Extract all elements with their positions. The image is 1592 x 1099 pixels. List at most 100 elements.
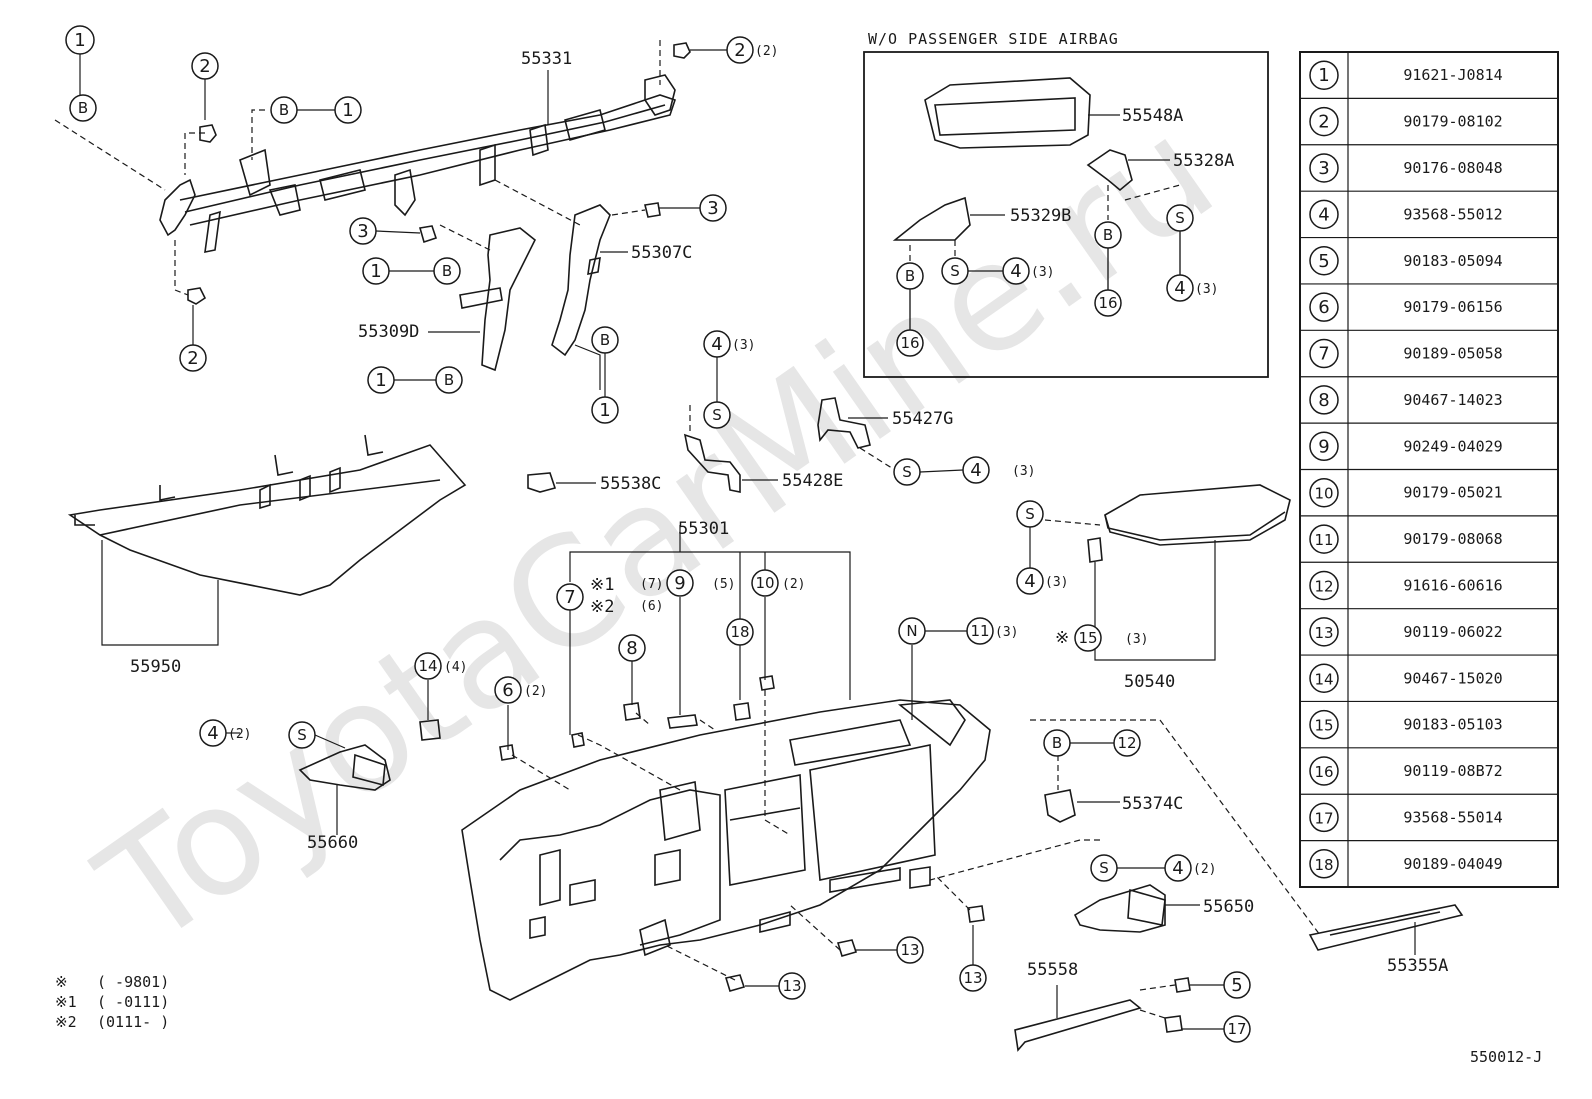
table-row: 8 90467-14023: [1300, 376, 1558, 415]
svg-text:(0111- ): (0111- ): [97, 1013, 169, 1031]
instrument-panel-55301: [461, 699, 991, 1001]
table-ref-circle: [1309, 385, 1339, 415]
svg-text:4: 4: [970, 460, 981, 481]
svg-text:4: 4: [207, 723, 218, 744]
vent-55650: [1073, 884, 1200, 933]
nut-2-top: [673, 42, 691, 59]
svg-text:※1: ※1: [55, 993, 77, 1011]
callout-1: 1: [591, 396, 619, 424]
callout-17: 17: [1223, 1015, 1251, 1043]
table-ref-circle: [1309, 802, 1339, 833]
table-ref-number: 3: [1318, 158, 1329, 179]
glove-box-door-50540: [1044, 484, 1291, 661]
callout-B: B: [435, 366, 463, 394]
svg-text:S: S: [1099, 859, 1109, 877]
svg-text:1: 1: [370, 261, 381, 282]
label-55428E: 55428E: [782, 471, 843, 491]
table-row: 9 90249-04029: [1300, 422, 1558, 462]
table-ref-circle: [1309, 106, 1339, 137]
callout-15: 15: [1074, 624, 1102, 652]
callout-N: N: [898, 617, 926, 645]
table-ref-number: 8: [1318, 390, 1329, 411]
label-55329B: 55329B: [1010, 206, 1071, 226]
table-part-code: 90119-08B72: [1403, 762, 1502, 780]
svg-text:18: 18: [730, 623, 749, 641]
svg-text:B: B: [1052, 734, 1062, 752]
bolt-13-b: [724, 974, 746, 992]
svg-text:(2): (2): [1193, 862, 1216, 877]
leaders-dashboard: [427, 525, 1321, 981]
svg-text:(7): (7): [640, 577, 663, 592]
callout-B: B: [1043, 729, 1071, 757]
callout-connectors: [79, 49, 1224, 1030]
table-ref-circle: [1309, 338, 1339, 369]
svg-text:(3): (3): [1125, 632, 1148, 647]
part-labels: 55331 55307C 55309D 55548A 55328A 55329B…: [130, 49, 1448, 980]
vent-55660: [298, 744, 391, 835]
label-55558: 55558: [1027, 960, 1078, 980]
callout-11: 11: [966, 617, 994, 645]
svg-text:4: 4: [1172, 858, 1183, 879]
callout-13: 13: [896, 936, 924, 964]
callout-18: 18: [726, 618, 754, 646]
svg-text:S: S: [712, 406, 722, 424]
bolt-13-c: [967, 905, 985, 923]
table-ref-circle: [1309, 246, 1339, 276]
callout-B: B: [433, 257, 461, 285]
callout-B: B: [69, 94, 97, 122]
table-ref-number: 9: [1318, 436, 1329, 457]
svg-text:7: 7: [564, 587, 575, 608]
callout-4: 4: [199, 719, 227, 747]
svg-text:B: B: [444, 371, 454, 389]
svg-text:※: ※: [55, 973, 68, 991]
table-part-code: 90467-14023: [1403, 391, 1502, 409]
callout-7: 7: [556, 583, 584, 611]
table-part-code: 93568-55012: [1403, 205, 1502, 223]
label-55427G: 55427G: [892, 409, 953, 429]
svg-text:6: 6: [502, 680, 513, 701]
svg-text:9: 9: [674, 573, 685, 594]
svg-text:( -9801): ( -9801): [97, 973, 169, 991]
callout-S: S: [288, 721, 316, 749]
svg-text:B: B: [78, 99, 88, 117]
svg-text:S: S: [1025, 505, 1035, 523]
svg-text:(6): (6): [640, 599, 663, 614]
callout-6: 6: [494, 676, 522, 704]
clip-5: [1174, 977, 1191, 993]
svg-text:4: 4: [1010, 261, 1021, 282]
svg-text:※2: ※2: [55, 1013, 77, 1031]
svg-text:(3): (3): [1012, 464, 1035, 479]
table-ref-number: 11: [1314, 531, 1333, 549]
fastener-10: [759, 675, 775, 691]
table-ref-number: 16: [1314, 763, 1333, 781]
svg-text:11: 11: [970, 622, 989, 640]
fastener-7: [571, 732, 585, 748]
table-ref-circle: [1309, 292, 1339, 322]
table-ref-number: 2: [1318, 112, 1329, 133]
svg-text:1: 1: [74, 30, 85, 51]
svg-text:8: 8: [626, 638, 637, 659]
table-ref-number: 6: [1318, 297, 1329, 318]
svg-text:2: 2: [734, 40, 745, 61]
callout-B: B: [1094, 221, 1122, 249]
table-part-code: 90249-04029: [1403, 437, 1502, 455]
table-ref-circle: [1309, 709, 1339, 740]
table-part-code: 91621-J0814: [1403, 66, 1502, 84]
svg-text:4: 4: [1024, 571, 1035, 592]
table-part-code: 90119-06022: [1403, 623, 1502, 641]
svg-text:2: 2: [199, 56, 210, 77]
fastener-18: [733, 702, 751, 721]
svg-text:16: 16: [900, 334, 919, 352]
callout-1: 1: [362, 257, 390, 285]
note-star: ※: [1055, 628, 1069, 648]
table-ref-circle: [1309, 477, 1339, 508]
callout-10: 10: [751, 569, 779, 597]
label-50540: 50540: [1124, 672, 1175, 692]
fastener-8: [623, 702, 641, 721]
